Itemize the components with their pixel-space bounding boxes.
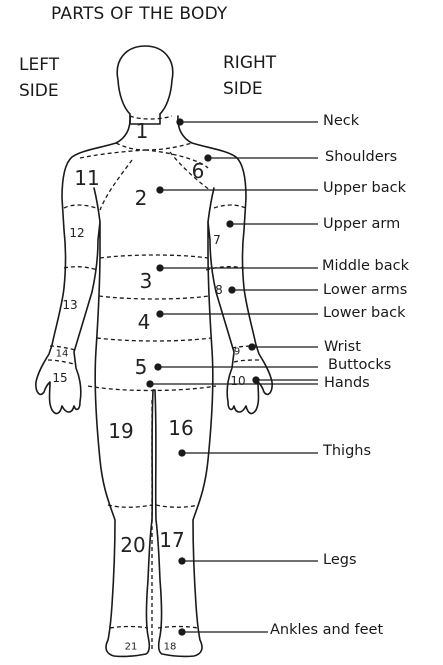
label-neck: Neck xyxy=(323,113,359,129)
label-middle-back: Middle back xyxy=(322,258,409,274)
head-outline xyxy=(117,46,173,124)
label-buttocks: Buttocks xyxy=(328,357,391,373)
label-hands: Hands xyxy=(324,375,370,391)
label-shoulders: Shoulders xyxy=(325,149,397,165)
shoulder-divider-left xyxy=(80,150,145,158)
neck-divider-left xyxy=(116,143,145,150)
lower-back-divider-2 xyxy=(97,338,211,341)
region-number-16: 16 xyxy=(168,416,193,440)
region-number-9: 9 xyxy=(234,347,240,358)
label-ankles-and-feet: Ankles and feet xyxy=(270,622,383,638)
left-elbow-divider xyxy=(64,267,98,270)
region-number-20: 20 xyxy=(120,533,145,557)
middle-back-divider xyxy=(100,255,208,258)
region-number-17: 17 xyxy=(159,528,184,552)
label-lower-arms: Lower arms xyxy=(323,282,407,298)
region-number-14: 14 xyxy=(56,349,69,360)
label-thighs: Thighs xyxy=(323,443,371,459)
right-wrist-divider-bottom xyxy=(234,360,260,362)
region-number-3: 3 xyxy=(140,269,153,293)
region-number-1: 1 xyxy=(136,119,149,143)
left-wrist-divider-bottom xyxy=(48,360,74,364)
region-number-6: 6 xyxy=(192,159,205,183)
label-upper-arm: Upper arm xyxy=(323,216,400,232)
region-number-12: 12 xyxy=(69,226,84,240)
upper-arm-left-divider xyxy=(64,205,96,208)
upper-back-left-divider xyxy=(100,160,132,210)
right-ankle-divider xyxy=(158,627,198,629)
region-number-11: 11 xyxy=(74,166,99,190)
region-number-8: 8 xyxy=(215,283,223,297)
left-knee-divider xyxy=(108,505,152,507)
label-lower-back: Lower back xyxy=(323,305,406,321)
lower-back-divider-1 xyxy=(99,296,209,299)
right-inner-arm-line xyxy=(208,188,214,222)
label-legs: Legs xyxy=(323,552,357,568)
neck-divider-right xyxy=(145,143,192,150)
region-number-4: 4 xyxy=(138,310,151,334)
region-number-10: 10 xyxy=(230,374,245,388)
right-knee-divider xyxy=(156,505,198,507)
region-number-18: 18 xyxy=(164,642,177,653)
region-number-7: 7 xyxy=(213,233,221,247)
region-number-13: 13 xyxy=(62,298,77,312)
left-ankle-divider xyxy=(110,627,148,629)
upper-arm-right-divider xyxy=(214,205,246,208)
label-upper-back: Upper back xyxy=(323,180,406,196)
region-number-15: 15 xyxy=(52,371,67,385)
label-wrist: Wrist xyxy=(324,339,361,355)
left-inner-arm-line xyxy=(94,188,100,222)
region-number-21: 21 xyxy=(125,642,138,653)
region-number-19: 19 xyxy=(108,419,133,443)
region-number-2: 2 xyxy=(135,186,148,210)
region-number-5: 5 xyxy=(135,355,148,379)
